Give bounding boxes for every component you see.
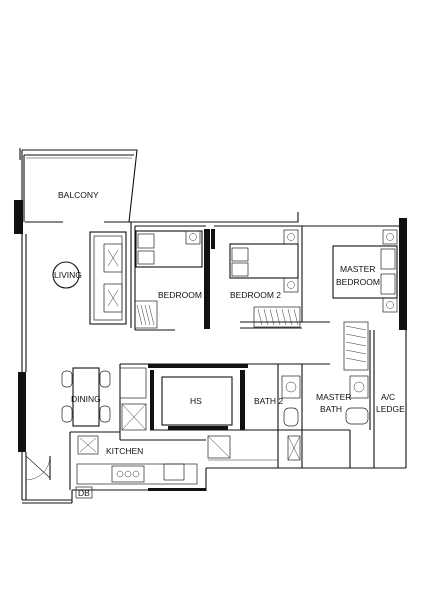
wardrobe-master xyxy=(343,321,369,371)
bed-bedroom3 xyxy=(135,230,203,268)
ac-ledge-label-2: LEDGE xyxy=(376,404,405,414)
wardrobe-bedroom3 xyxy=(134,300,158,329)
bath2-fixtures xyxy=(281,375,301,461)
living-label-circle xyxy=(52,261,80,289)
bedroom3-label: BEDROOM 3 xyxy=(158,290,209,300)
balcony-label: BALCONY xyxy=(58,190,99,200)
dining-label: DINING xyxy=(71,394,101,404)
kitchen-fixtures xyxy=(76,367,278,485)
hs-label: HS xyxy=(190,396,202,406)
master-window-panel xyxy=(399,218,407,330)
master-bath-label-1: MASTER xyxy=(316,392,351,402)
master-bath-fixtures xyxy=(345,375,369,425)
exterior-walls xyxy=(18,234,407,504)
wardrobe-bedroom2 xyxy=(253,306,301,328)
entrance-door xyxy=(25,455,51,481)
ac-ledge-label-1: A/C xyxy=(381,392,395,402)
hs-shelter xyxy=(161,376,233,426)
dining-table xyxy=(61,367,111,427)
db-box xyxy=(75,486,93,499)
service-walls xyxy=(69,330,375,490)
bedroom2-label: BEDROOM 2 xyxy=(230,290,281,300)
bedroom-walls xyxy=(130,212,399,331)
bath2-label: BATH 2 xyxy=(254,396,283,406)
sofa xyxy=(89,231,127,325)
living-label: LIVING xyxy=(54,270,82,280)
db-label: DB xyxy=(78,488,90,498)
master-bedroom-label-2: BEDROOM xyxy=(336,277,380,287)
bed-bedroom2 xyxy=(229,229,299,293)
master-bath-label-2: BATH xyxy=(320,404,342,414)
balcony-door-panel xyxy=(14,200,23,234)
bed-master xyxy=(332,229,398,313)
master-bedroom-label-1: MASTER xyxy=(340,264,375,274)
balcony-walls xyxy=(19,148,138,223)
kitchen-label: KITCHEN xyxy=(106,446,143,456)
